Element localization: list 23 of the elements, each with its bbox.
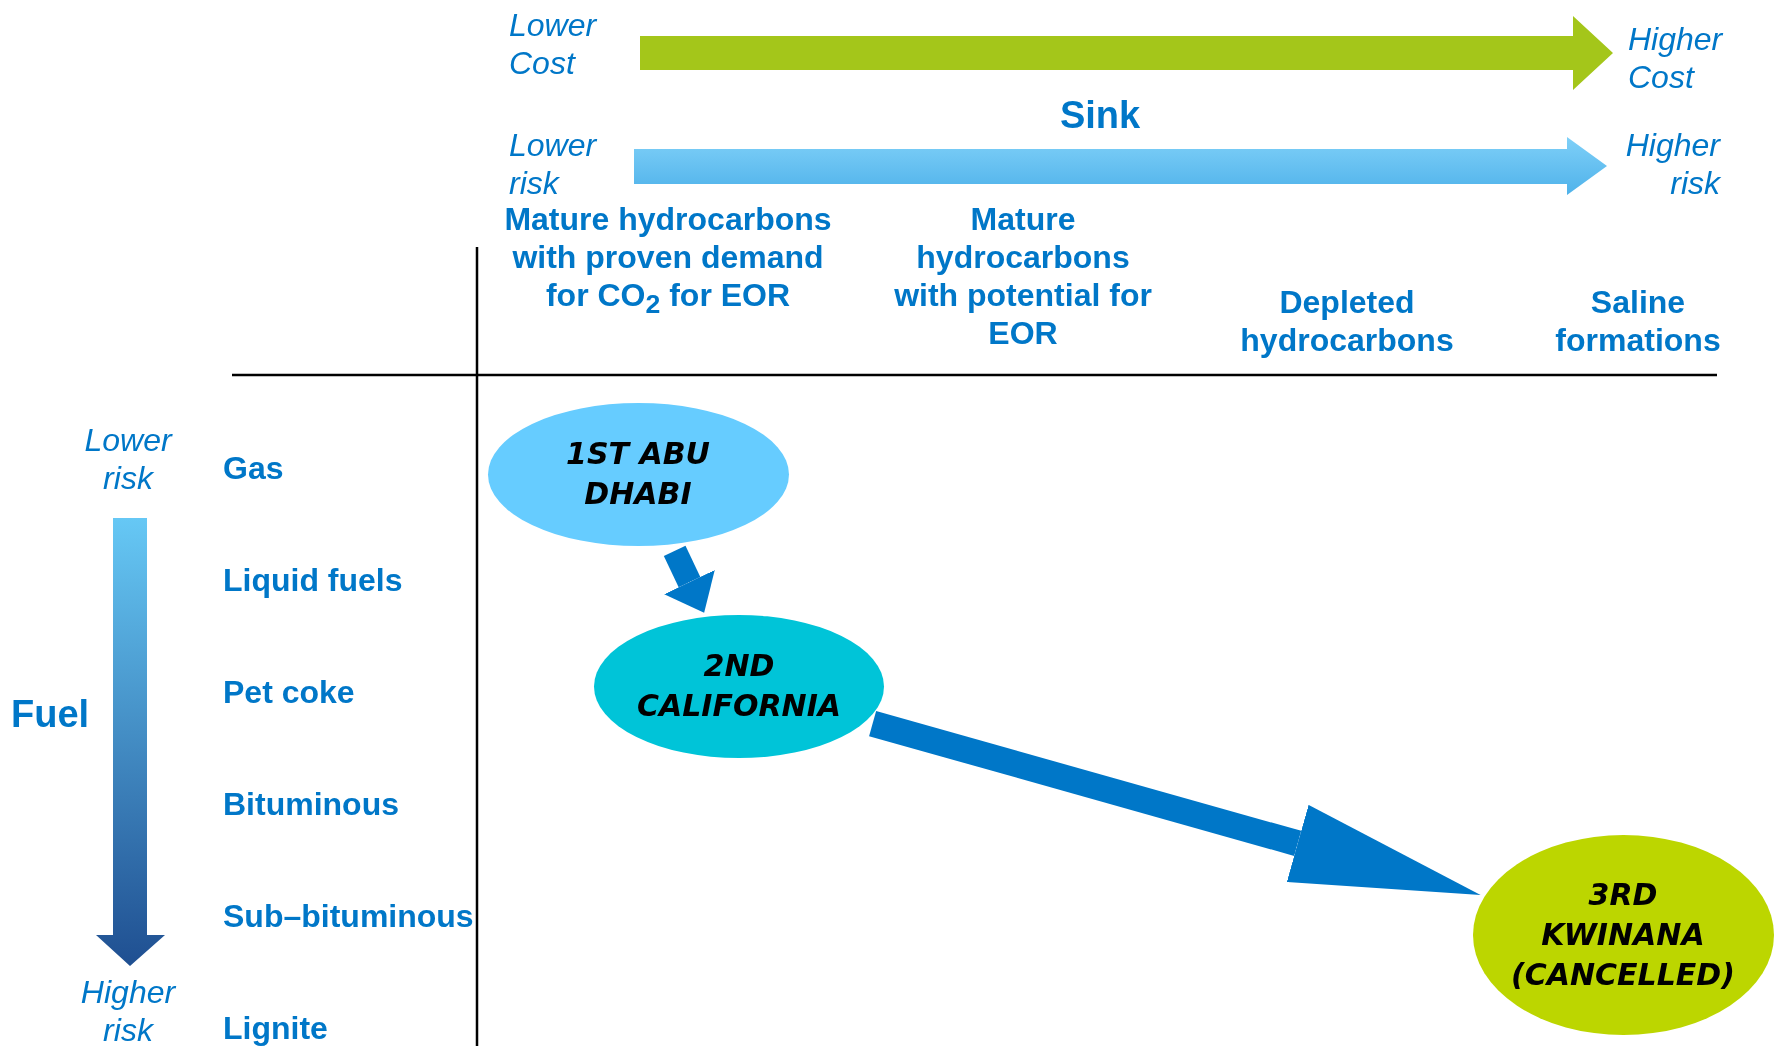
column-header: Depleted hydrocarbons [1239,283,1455,359]
axis-title: Sink [1058,96,1142,134]
column-header: Saline formations [1554,283,1722,359]
site-ellipse: 3RD KWINANA (CANCELLED) [1472,835,1774,1035]
axis-label: Lower risk [509,126,598,202]
axis-label: Lower risk [83,421,174,497]
arrow [869,711,1481,895]
row-header: Liquid fuels [223,561,404,599]
site-ellipse: 2ND CALIFORNIA [594,614,884,758]
column-header: Mature hydrocarbons with potential for EOR [893,200,1153,352]
axis-label: Higher risk [79,973,177,1046]
row-header: Lignite [223,1009,329,1046]
axis-label: Higher Cost [1628,20,1724,96]
arrow [663,545,715,613]
row-header: Gas [223,449,285,487]
row-header: Pet coke [223,673,356,711]
axis-label: Lower Cost [509,6,598,82]
row-header: Sub–bituminous [223,897,475,935]
axis-label: Higher risk [1624,126,1720,202]
column-header: Mature hydrocarbons with proven demand for CO$_{2}$ for EOR [503,200,833,322]
row-header: Bituminous [223,785,400,823]
axis-title: Fuel [11,695,91,733]
site-ellipse: 1ST ABU DHABI [487,402,789,546]
